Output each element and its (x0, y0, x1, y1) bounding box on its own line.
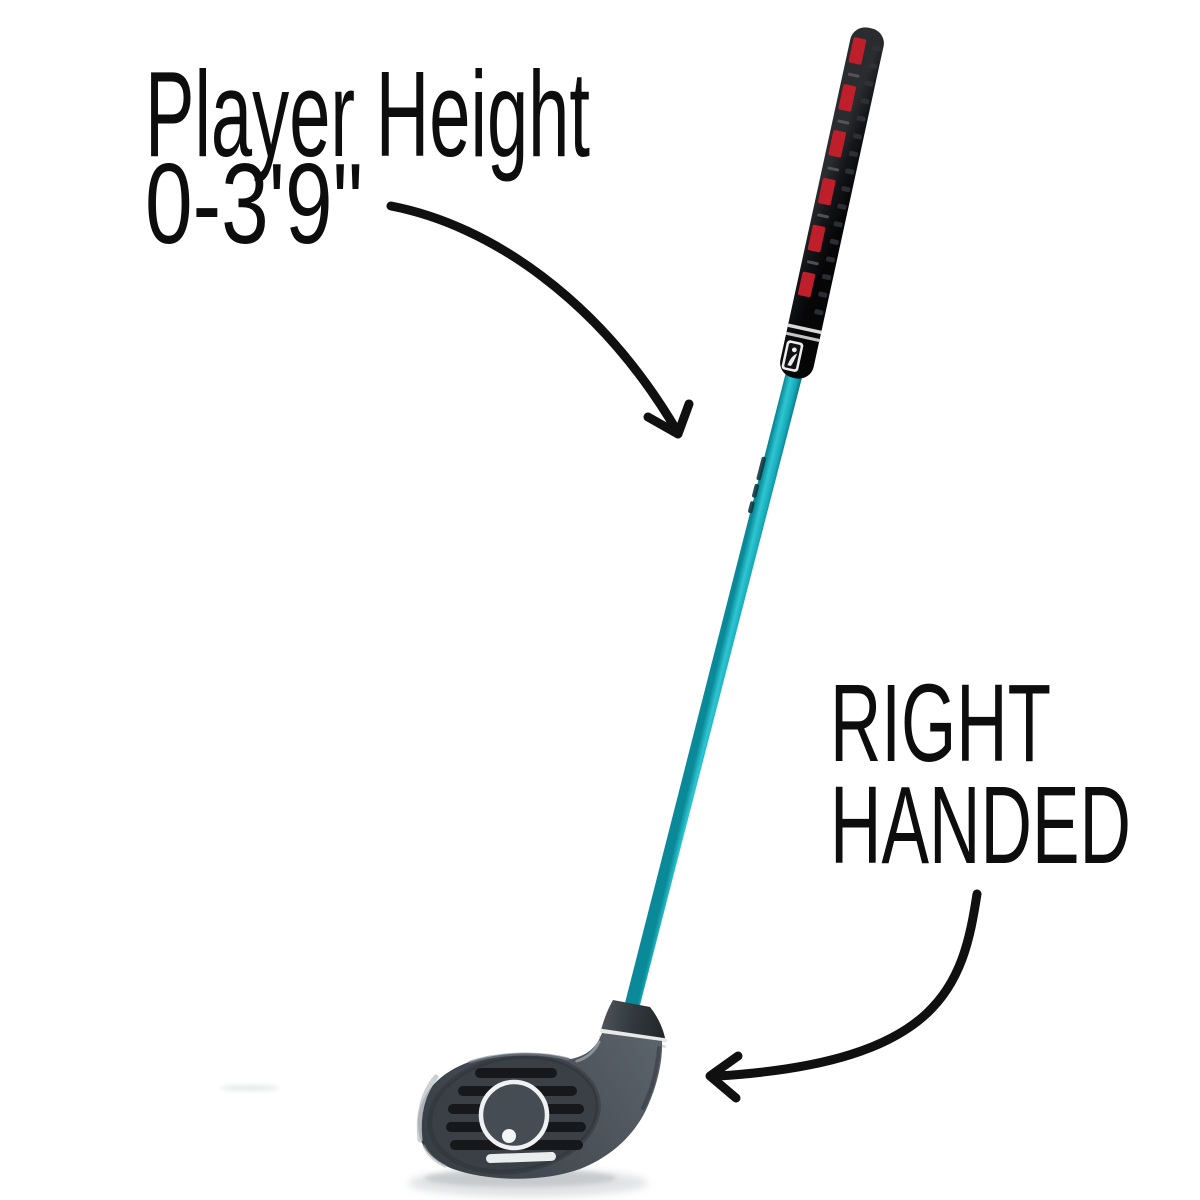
arrow-to-shaft-icon (386, 201, 694, 439)
golf-club-shaft (624, 364, 805, 1008)
handedness-label-line2: HANDED (830, 764, 1131, 887)
player-height-label-line1: Player Height (145, 46, 590, 182)
golfer-logo-icon (781, 340, 804, 372)
arrow-to-clubhead-icon (705, 889, 982, 1103)
grip-stripe (787, 323, 822, 335)
club-head (416, 1033, 663, 1179)
club-ring-disc (483, 1084, 545, 1146)
grip-stripe (785, 331, 820, 342)
club-sole-slot (486, 1151, 556, 1164)
shaft-brand-text (748, 456, 767, 514)
club-dot (502, 1129, 516, 1143)
golf-club-grip (780, 27, 884, 379)
grip-red-accents (798, 37, 867, 298)
club-head-highlights (416, 1040, 661, 1168)
handedness-label-line1: RIGHT (830, 662, 1051, 785)
player-height-label-line2: 0-3'9" (145, 141, 363, 268)
club-ring (478, 1079, 550, 1151)
grip-text-marks (806, 72, 860, 266)
grip-texture (814, 45, 881, 316)
